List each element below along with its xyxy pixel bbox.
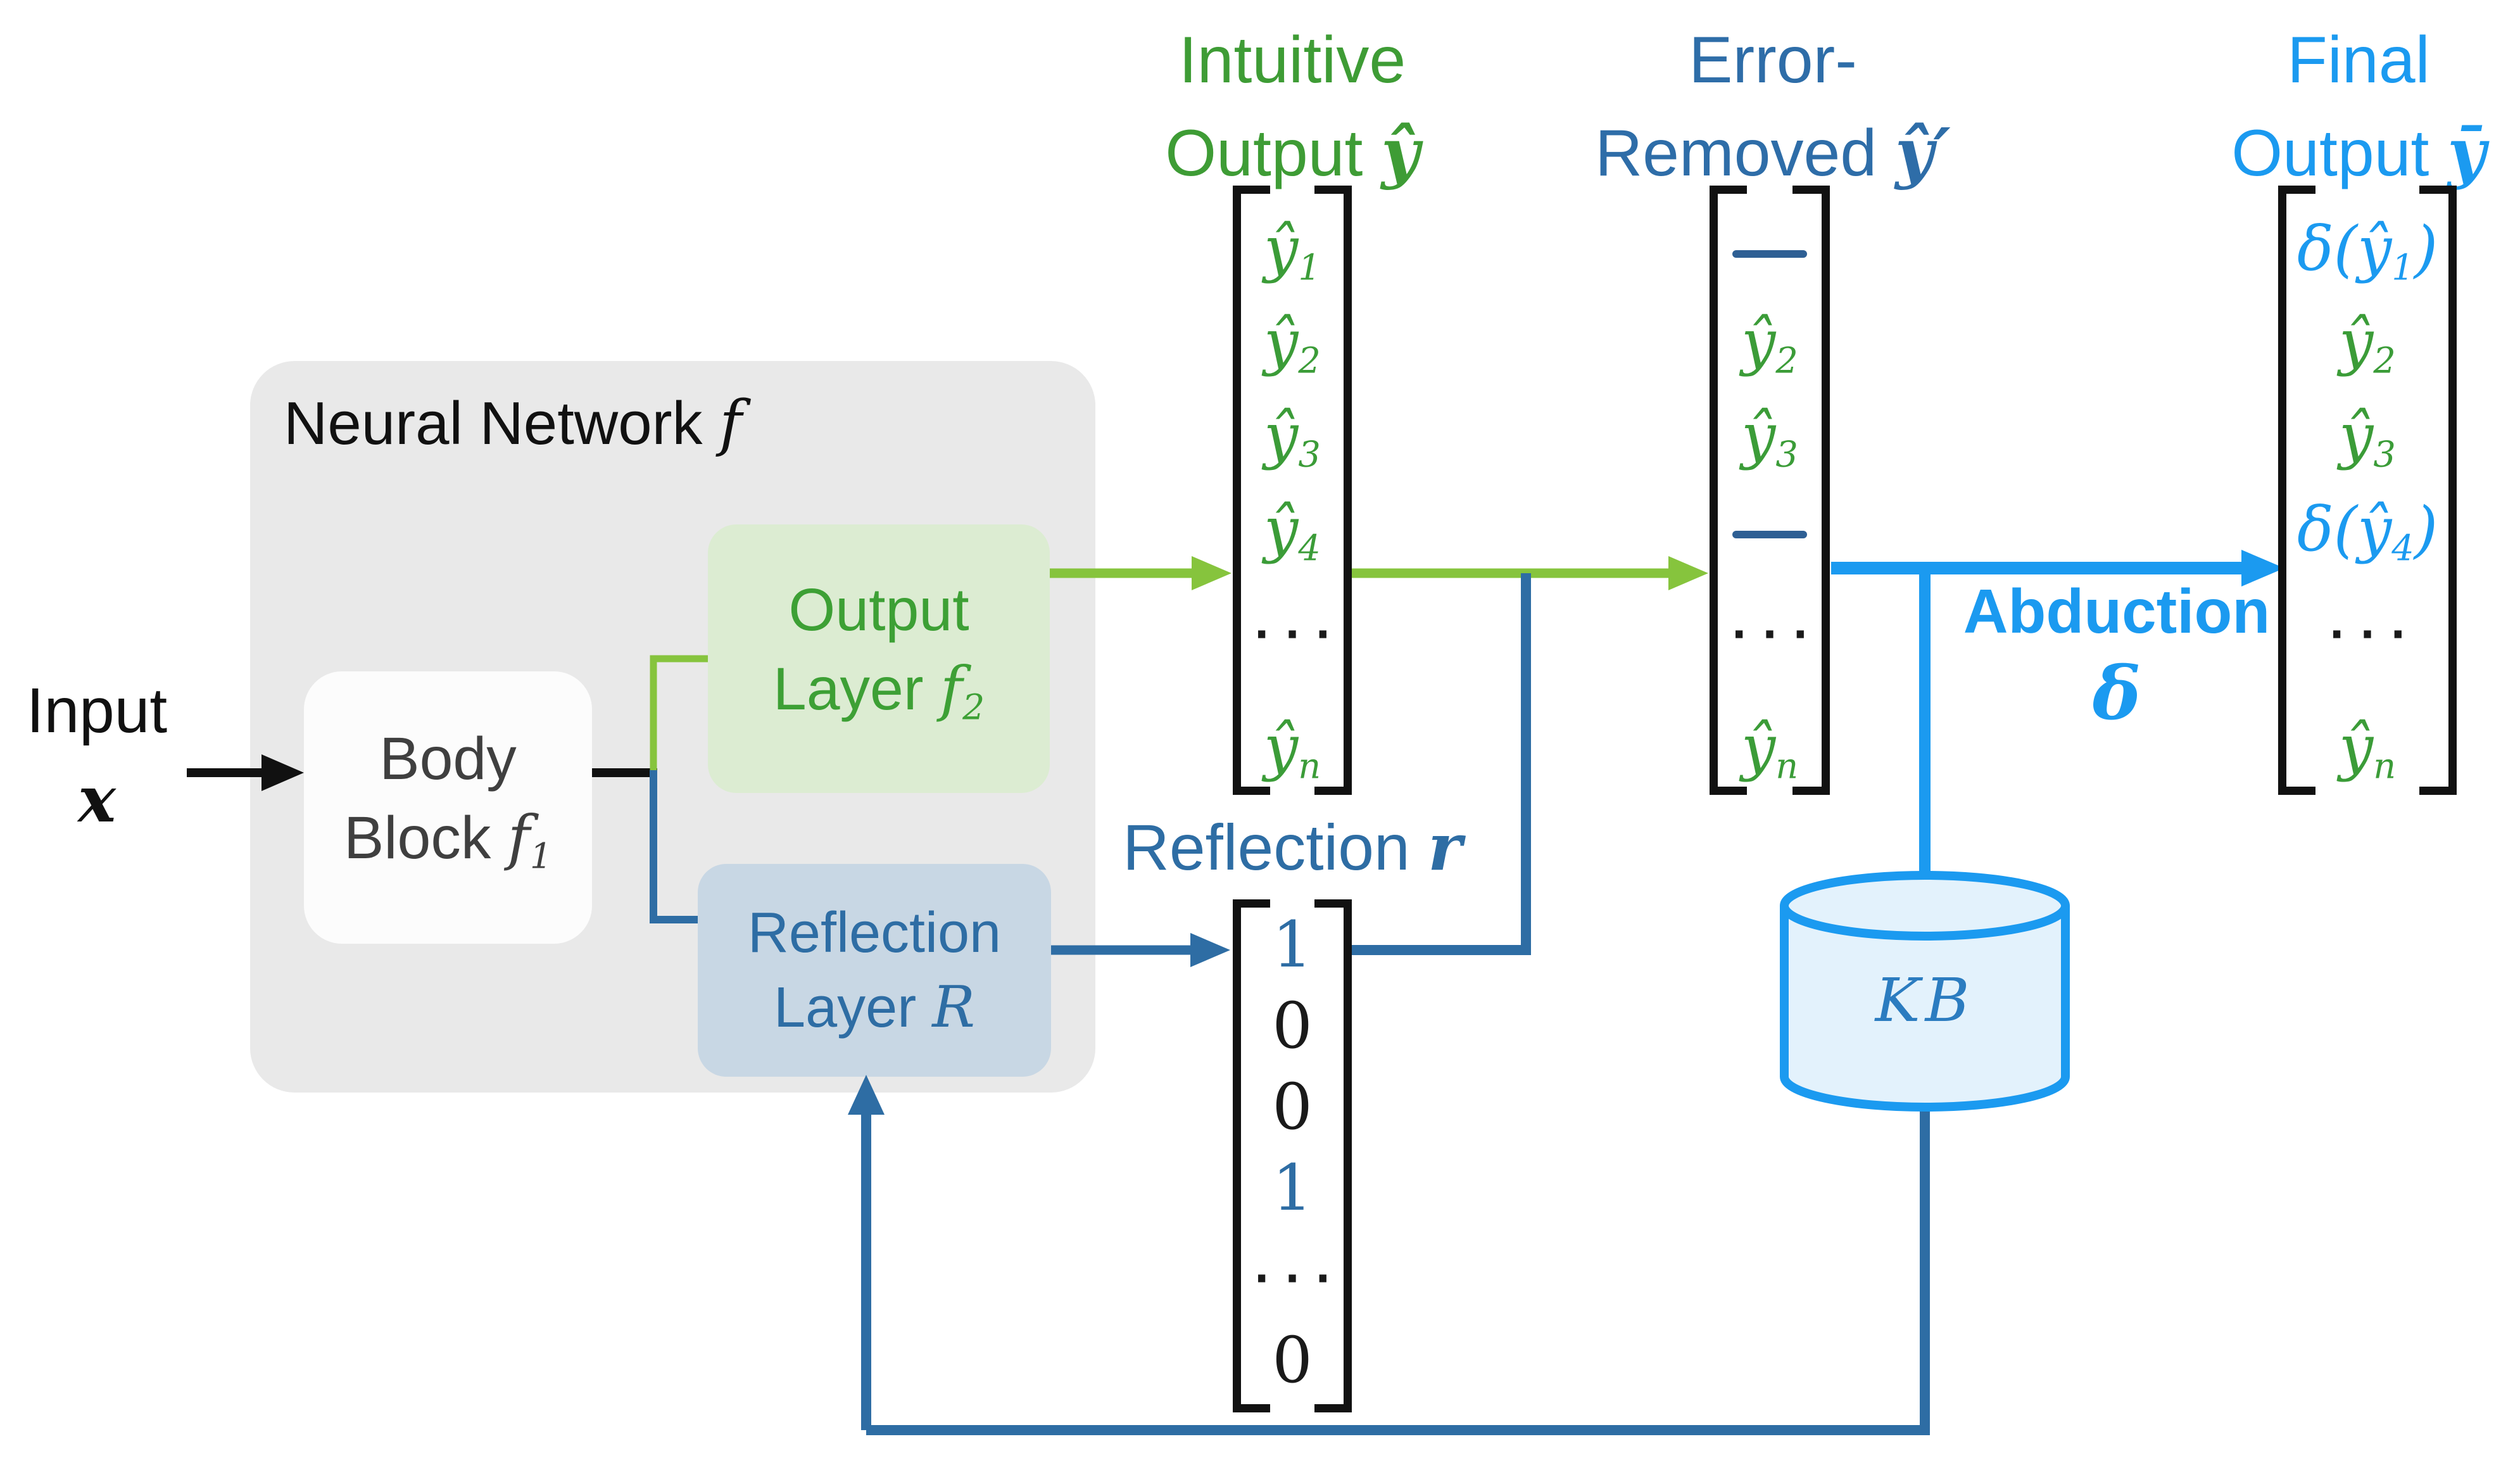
output-layer-box: Output Layer f2 bbox=[708, 524, 1050, 793]
kb-label: KB bbox=[1875, 966, 1975, 1036]
error_removed-entry-1 bbox=[1710, 205, 1830, 293]
intuitive-to-error-arrowhead bbox=[1668, 556, 1708, 590]
body-block-box: Body Block f1 bbox=[304, 671, 592, 944]
error_removed-entry-2: ŷ2 bbox=[1741, 307, 1798, 382]
final-entry-1: δ(ŷ1) bbox=[2296, 213, 2438, 289]
reflection-entry-4: 1 bbox=[1272, 1151, 1313, 1225]
output-layer-label-line2: Layer f2 bbox=[772, 654, 985, 728]
split-to-output-connector bbox=[650, 655, 708, 774]
reflection-layer-label-line2: Layer R bbox=[774, 974, 975, 1041]
error_removed-entry-3: ŷ3 bbox=[1741, 400, 1798, 476]
reflection-entry-5: ··· bbox=[1254, 1256, 1346, 1303]
error_removed-masked-entry-bar bbox=[1732, 531, 1807, 538]
error_removed-entry-4 bbox=[1710, 485, 1830, 574]
output-layer-label-line1: Output bbox=[788, 576, 969, 643]
error_removed-entry-6: ŷn bbox=[1741, 712, 1799, 787]
final-output-header: Final Output ȳ bbox=[2231, 23, 2486, 191]
neural-network-title: Neural Network f bbox=[284, 388, 742, 459]
intuitive-entry-3: ŷ3 bbox=[1264, 400, 1321, 476]
feedback-arrowhead bbox=[848, 1075, 885, 1115]
abduction-word: Abduction bbox=[1963, 576, 2271, 646]
reflection-to-vector-arrowhead bbox=[1190, 933, 1230, 967]
input-label-word: Input bbox=[26, 675, 168, 746]
intuitive-entry-4: ŷ4 bbox=[1264, 494, 1321, 569]
final-entry-5: ··· bbox=[2329, 612, 2421, 659]
final-entry-3: ŷ3 bbox=[2339, 400, 2396, 476]
intuitive-entry-6: ŷn bbox=[1263, 712, 1321, 787]
reflection-entry-1: 1 bbox=[1272, 908, 1313, 982]
reflection-entry-2: 0 bbox=[1272, 989, 1313, 1063]
intuitive-entry-5: ··· bbox=[1254, 612, 1346, 659]
output-to-intuitive-arrowhead bbox=[1192, 556, 1232, 590]
error_removed-masked-entry-bar bbox=[1732, 250, 1807, 258]
intuitive-entry-2: ŷ2 bbox=[1264, 307, 1321, 382]
input-label: Input x bbox=[11, 666, 182, 844]
abduction-delta-symbol: δ bbox=[2092, 651, 2141, 737]
intuitive-output-header: Intuitive Output ŷ bbox=[1165, 23, 1420, 191]
split-to-reflection-connector bbox=[650, 770, 698, 923]
input-symbol: x bbox=[78, 762, 116, 837]
error-removed-vector: ŷ2 ŷ3 ··· ŷn bbox=[1710, 186, 1830, 795]
body-block-label-line2: Block f1 bbox=[344, 802, 552, 877]
kb-cylinder-body bbox=[1780, 906, 2070, 1112]
kb-cylinder-top bbox=[1780, 871, 2070, 941]
reflection-layer-box: Reflection Layer R bbox=[698, 864, 1051, 1077]
reflection-entry-3: 0 bbox=[1272, 1070, 1313, 1144]
reflection-layer-label-line1: Reflection bbox=[747, 901, 1002, 965]
final-entry-4: δ(ŷ4) bbox=[2296, 494, 2438, 569]
final-output-vector: δ(ŷ1) ŷ2 ŷ3 δ(ŷ4) ··· ŷn bbox=[2278, 186, 2457, 795]
input-arrowhead bbox=[261, 754, 304, 791]
body-block-label-line1: Body bbox=[379, 725, 517, 792]
final-entry-6: ŷn bbox=[2338, 712, 2397, 787]
error-to-final-arrowhead bbox=[2241, 550, 2284, 586]
abduction-label: Abduction δ bbox=[1963, 569, 2270, 733]
error-removed-header: Error- Removed ŷ′ bbox=[1595, 23, 1951, 191]
reflection-merge-connector bbox=[1352, 573, 1531, 955]
reflection-entry-6: 0 bbox=[1272, 1323, 1313, 1397]
intuitive-entry-1: ŷ1 bbox=[1264, 213, 1321, 289]
error_removed-entry-5: ··· bbox=[1731, 612, 1824, 659]
intuitive-output-vector: ŷ1 ŷ2 ŷ3 ŷ4 ··· ŷn bbox=[1233, 186, 1352, 795]
reflection-vector-title: Reflection r bbox=[1123, 809, 1462, 885]
final-entry-2: ŷ2 bbox=[2339, 307, 2396, 382]
